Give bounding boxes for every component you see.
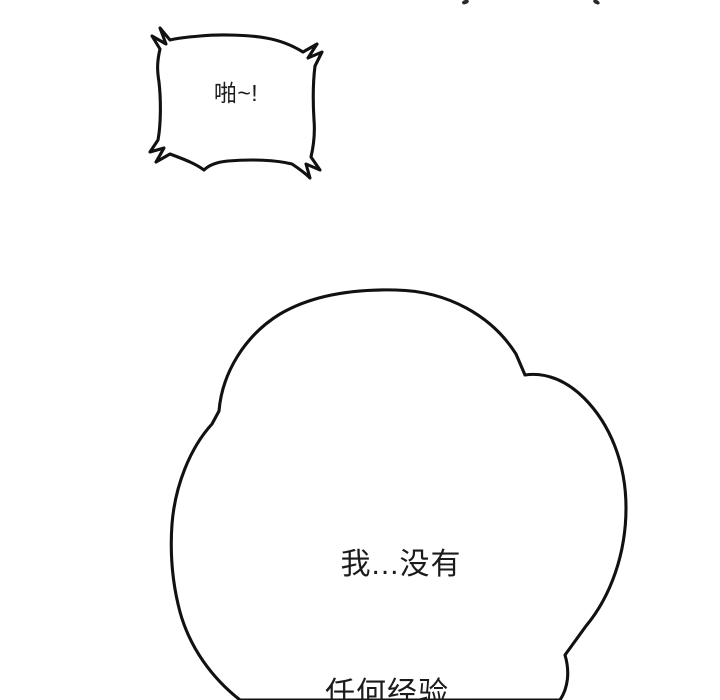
speech-line-2: 任何经验... — [324, 676, 477, 700]
shout-bubble-shape — [148, 26, 324, 180]
shout-bubble-text: 啪~! — [213, 80, 259, 106]
speech-bubble-text: 我...没有 任何经验... — [176, 466, 626, 700]
speech-line-1: 我...没有 — [340, 548, 462, 582]
speech-bubble-shape — [169, 288, 628, 700]
